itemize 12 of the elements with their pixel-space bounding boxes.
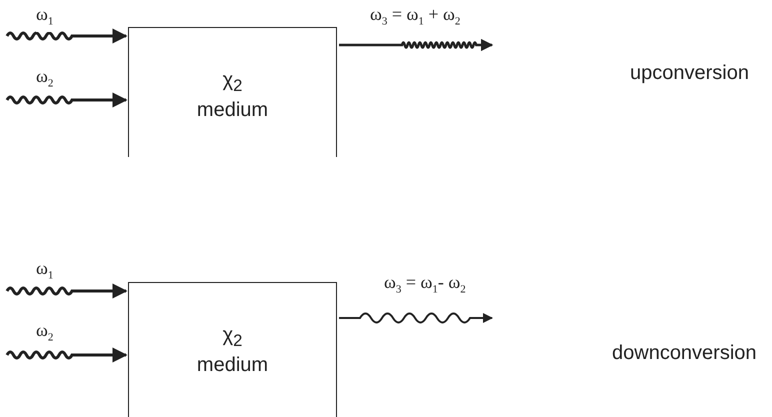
process-label: downconversion	[612, 342, 757, 365]
wavy-arrow	[339, 38, 494, 52]
wavy-arrow	[6, 28, 128, 44]
wavy-arrow	[6, 92, 128, 108]
wavy-arrow	[6, 348, 128, 362]
medium-box	[128, 282, 337, 417]
wavy-arrow	[339, 312, 493, 324]
medium-box	[128, 27, 337, 157]
process-label: upconversion	[630, 62, 749, 85]
medium-label: χ$_{2}$ medium	[196, 323, 270, 377]
medium-label: χ$_{2}$ medium	[196, 68, 270, 122]
wavy-arrow	[6, 284, 128, 298]
